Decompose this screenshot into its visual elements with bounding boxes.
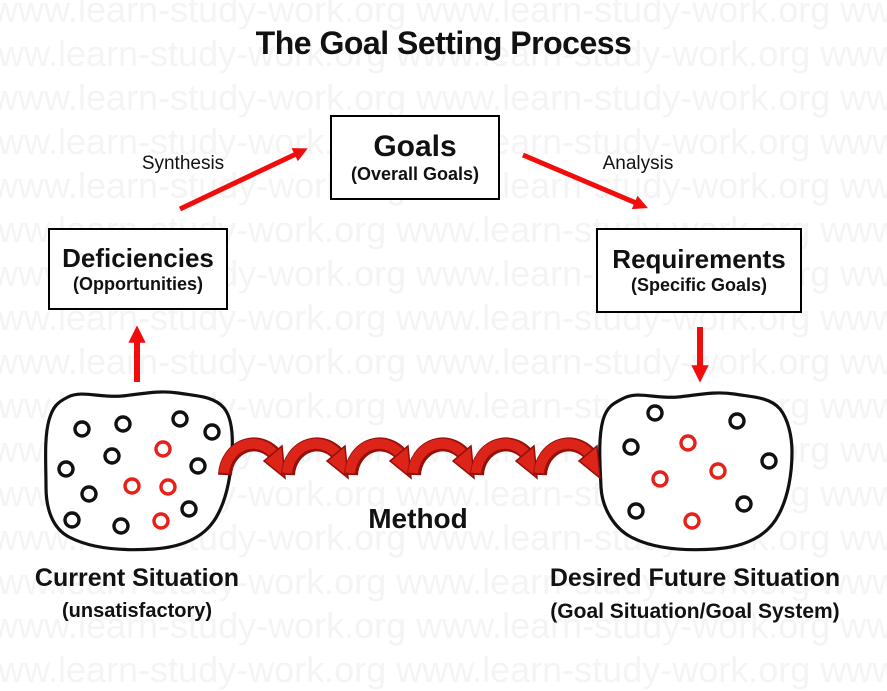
deficiencies-box-title: Deficiencies: [62, 242, 214, 273]
desired-situation-dots: [622, 404, 778, 530]
situation-dot-red: [159, 478, 177, 496]
situation-dot-red: [683, 512, 701, 530]
current-situation-subtitle: (unsatisfactory): [61, 600, 213, 622]
goals-box: Goals (Overall Goals): [330, 115, 500, 200]
situation-dot-black: [646, 404, 664, 422]
current-situation-title: Current Situation: [34, 564, 240, 592]
method-label: Method: [368, 503, 468, 534]
situation-dot-red: [152, 512, 170, 530]
watermark-text: www.learn-study-work.org www.learn-study…: [0, 649, 887, 690]
situation-dot-black: [180, 500, 198, 518]
situation-dot-black: [63, 511, 81, 529]
situation-dot-black: [203, 423, 221, 441]
situation-dot-black: [622, 438, 640, 456]
requirements-box-title: Requirements: [612, 244, 786, 275]
situation-dot-black: [760, 452, 778, 470]
situation-dot-red: [154, 440, 172, 458]
situation-dot-black: [728, 412, 746, 430]
current-situation-dots: [57, 410, 221, 535]
situation-dot-black: [171, 410, 189, 428]
desired-situation-subtitle: (Goal Situation/Goal System): [550, 600, 840, 623]
situation-dot-red: [651, 470, 669, 488]
goals-box-title: Goals: [373, 129, 457, 163]
goals-box-subtitle: (Overall Goals): [350, 164, 480, 185]
situation-dot-black: [114, 415, 132, 433]
requirements-box-subtitle: (Specific Goals): [630, 275, 768, 296]
situation-dot-black: [627, 502, 645, 520]
requirements-box: Requirements (Specific Goals): [596, 228, 802, 313]
situation-dot-black: [189, 457, 207, 475]
situation-dot-black: [735, 495, 753, 513]
situation-dot-red: [679, 434, 697, 452]
situation-dot-black: [57, 460, 75, 478]
synthesis-arrow: [178, 148, 308, 212]
watermark-text: www.learn-study-work.org www.learn-study…: [0, 561, 887, 602]
watermark-text: www.learn-study-work.org www.learn-study…: [0, 77, 887, 118]
situation-dot-red: [123, 477, 141, 495]
situation-dot-red: [709, 462, 727, 480]
analysis-label: Analysis: [602, 153, 674, 174]
desired-situation-title: Desired Future Situation: [549, 564, 841, 592]
analysis-arrow: [522, 152, 649, 210]
method-arrows: [224, 444, 600, 478]
watermark-text: www.learn-study-work.org www.learn-study…: [0, 0, 887, 30]
page-title: The Goal Setting Process: [255, 25, 632, 61]
synthesis-label: Synthesis: [141, 153, 225, 174]
watermark-text: www.learn-study-work.org www.learn-study…: [0, 605, 887, 646]
watermark-text: www.learn-study-work.org www.learn-study…: [0, 33, 887, 74]
situation-dot-black: [80, 485, 98, 503]
situation-dot-black: [103, 447, 121, 465]
deficiencies-box-subtitle: (Opportunities): [73, 273, 203, 294]
situation-dot-black: [73, 420, 91, 438]
watermark-text: www.learn-study-work.org www.learn-study…: [0, 341, 887, 382]
deficiencies-box: Deficiencies (Opportunities): [48, 228, 228, 310]
situation-dot-black: [112, 517, 130, 535]
